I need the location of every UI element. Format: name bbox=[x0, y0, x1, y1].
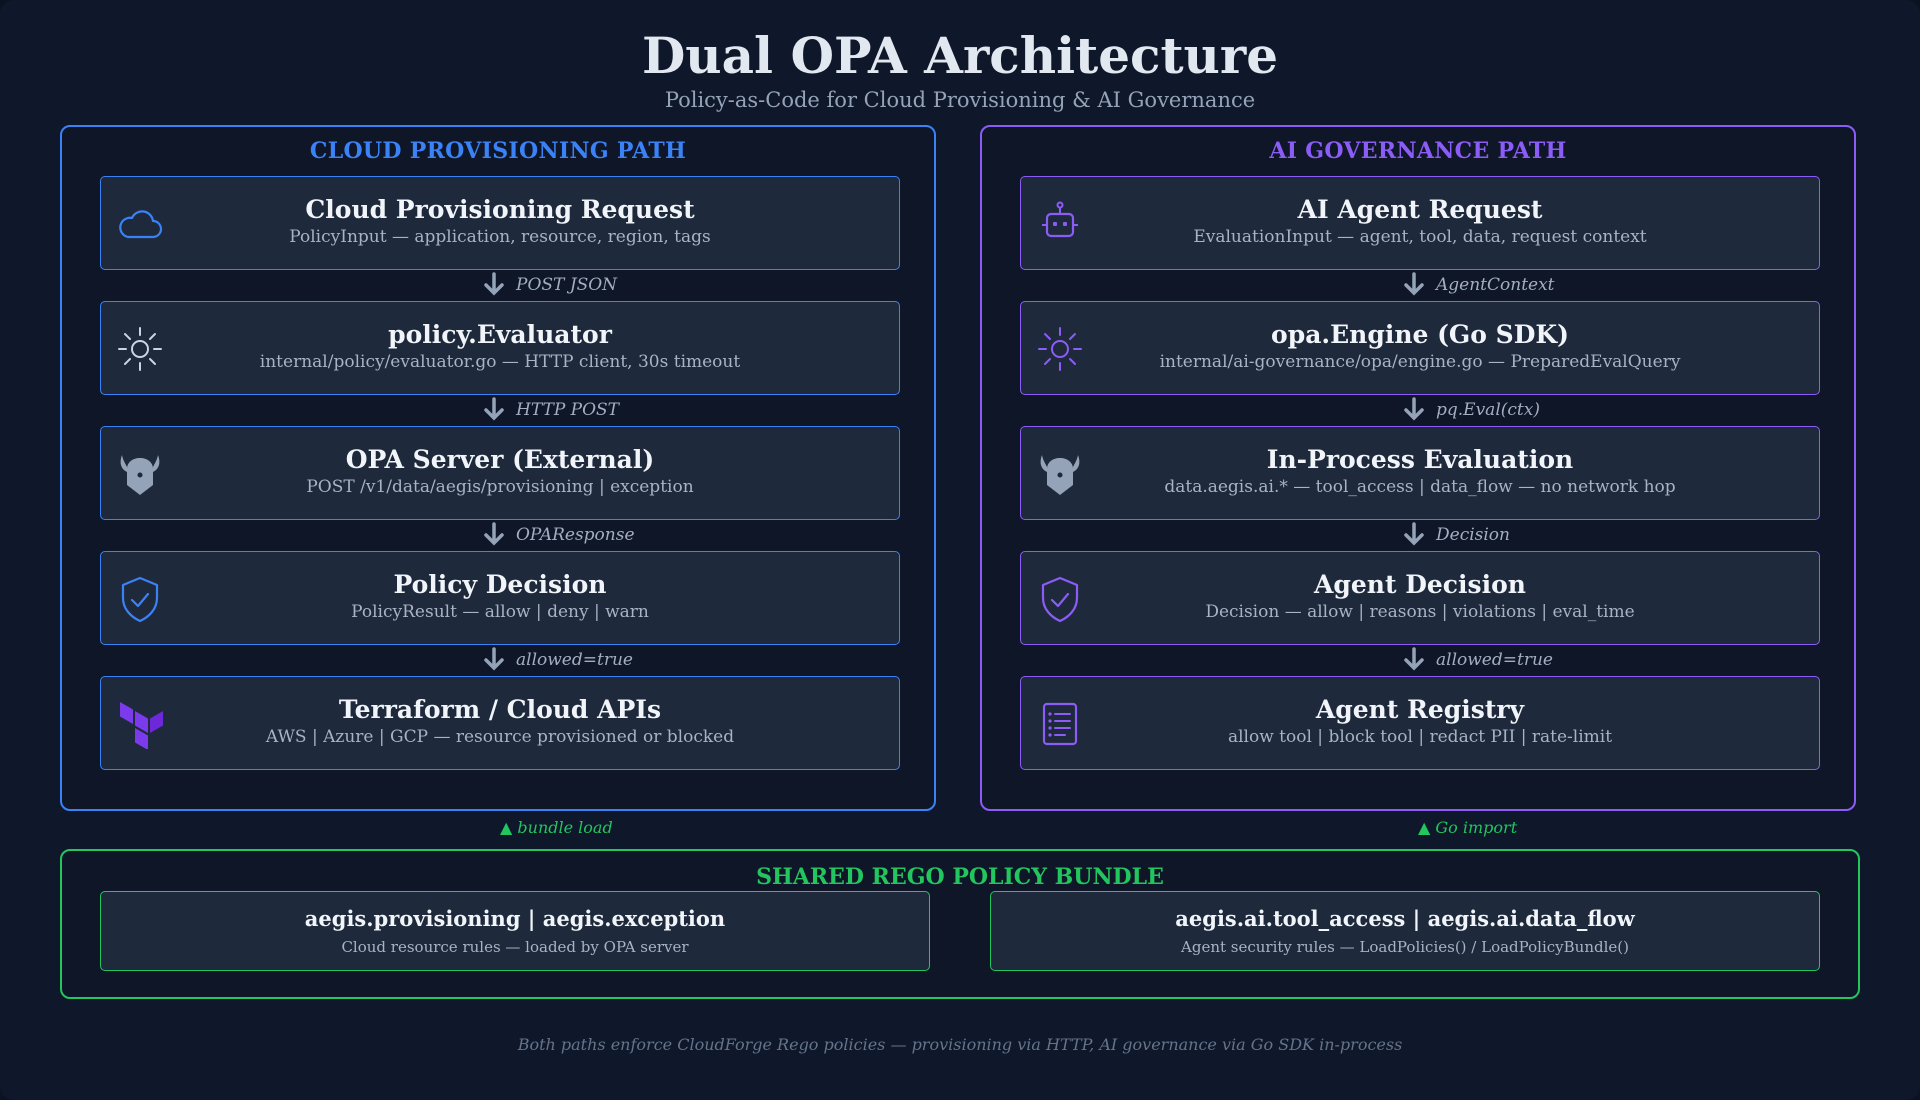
arrow-down-icon bbox=[484, 522, 504, 546]
cloud-panel-title: CLOUD PROVISIONING PATH bbox=[309, 138, 687, 164]
sun-gear-icon bbox=[115, 324, 165, 374]
ai-governance-panel: AI GOVERNANCE PATH AI Agent Request Eval… bbox=[980, 125, 1856, 811]
cloud-request-node: Cloud Provisioning Request PolicyInput —… bbox=[100, 176, 900, 270]
bundle-load-label: ▲ bundle load bbox=[500, 818, 613, 837]
opa-server-node: OPA Server (External) POST /v1/data/aegi… bbox=[100, 426, 900, 520]
shield-check-icon bbox=[115, 574, 165, 624]
list-icon bbox=[1035, 699, 1085, 749]
arrow-down-icon bbox=[1404, 522, 1424, 546]
go-import-label: ▲ Go import bbox=[1418, 818, 1518, 837]
ai-agent-request-node: AI Agent Request EvaluationInput — agent… bbox=[1020, 176, 1820, 270]
connector-label: allowed=true bbox=[516, 650, 633, 670]
node-title: Terraform / Cloud APIs bbox=[338, 695, 662, 724]
agent-registry-node: Agent Registry allow tool | block tool |… bbox=[1020, 676, 1820, 770]
cloud-connector-4: allowed=true bbox=[482, 645, 862, 675]
node-title: Cloud Provisioning Request bbox=[305, 195, 695, 224]
connector-label: allowed=true bbox=[1436, 650, 1553, 670]
sun-gear-icon bbox=[1035, 324, 1085, 374]
connector-label: POST JSON bbox=[516, 275, 618, 295]
ai-connector-2: pq.Eval(ctx) bbox=[1402, 395, 1782, 425]
node-description: POST /v1/data/aegis/provisioning | excep… bbox=[306, 477, 694, 497]
in-process-evaluation-node: In-Process Evaluation data.aegis.ai.* — … bbox=[1020, 426, 1820, 520]
agent-decision-node: Agent Decision Decision — allow | reason… bbox=[1020, 551, 1820, 645]
node-title: Agent Registry bbox=[1315, 695, 1525, 724]
connector-label: OPAResponse bbox=[516, 525, 635, 545]
cloud-icon bbox=[115, 199, 165, 249]
node-description: internal/policy/evaluator.go — HTTP clie… bbox=[259, 352, 741, 372]
connector-label: Decision bbox=[1436, 525, 1510, 545]
bundle-card-description: Agent security rules — LoadPolicies() / … bbox=[1181, 938, 1629, 956]
connector-label: pq.Eval(ctx) bbox=[1436, 400, 1540, 420]
node-description: EvaluationInput — agent, tool, data, req… bbox=[1193, 227, 1647, 247]
node-description: internal/ai-governance/opa/engine.go — P… bbox=[1159, 352, 1681, 372]
terraform-icon bbox=[115, 699, 165, 749]
node-title: opa.Engine (Go SDK) bbox=[1271, 320, 1569, 349]
node-description: AWS | Azure | GCP — resource provisioned… bbox=[265, 727, 735, 747]
cloud-provisioning-panel: CLOUD PROVISIONING PATH Cloud Provisioni… bbox=[60, 125, 936, 811]
bundle-card-title: aegis.ai.tool_access | aegis.ai.data_flo… bbox=[1175, 906, 1635, 931]
node-title: Agent Decision bbox=[1314, 570, 1526, 599]
ai-policy-card: aegis.ai.tool_access | aegis.ai.data_flo… bbox=[990, 891, 1820, 971]
footer-note: Both paths enforce CloudForge Rego polic… bbox=[517, 1035, 1403, 1054]
ai-connector-4: allowed=true bbox=[1402, 645, 1782, 675]
node-description: PolicyInput — application, resource, reg… bbox=[289, 227, 711, 247]
arrow-down-icon bbox=[1404, 397, 1424, 421]
arrow-down-icon bbox=[484, 647, 504, 671]
ai-connector-3: Decision bbox=[1402, 520, 1782, 550]
node-title: Policy Decision bbox=[393, 570, 607, 599]
opa-viking-icon bbox=[1035, 449, 1085, 499]
bundle-card-description: Cloud resource rules — loaded by OPA ser… bbox=[341, 938, 689, 956]
node-description: allow tool | block tool | redact PII | r… bbox=[1227, 727, 1613, 747]
opa-engine-node: opa.Engine (Go SDK) internal/ai-governan… bbox=[1020, 301, 1820, 395]
arrow-down-icon bbox=[484, 272, 504, 296]
ai-connector-1: AgentContext bbox=[1402, 270, 1782, 300]
cloud-connector-2: HTTP POST bbox=[482, 395, 862, 425]
provisioning-policy-card: aegis.provisioning | aegis.exception Clo… bbox=[100, 891, 930, 971]
robot-icon bbox=[1035, 199, 1085, 249]
bundle-title: SHARED REGO POLICY BUNDLE bbox=[756, 864, 1164, 890]
node-title: AI Agent Request bbox=[1297, 195, 1543, 224]
arrow-down-icon bbox=[1404, 647, 1424, 671]
node-description: PolicyResult — allow | deny | warn bbox=[351, 602, 649, 622]
node-description: data.aegis.ai.* — tool_access | data_flo… bbox=[1164, 477, 1676, 497]
connector-label: AgentContext bbox=[1436, 275, 1555, 295]
arrow-down-icon bbox=[1404, 272, 1424, 296]
policy-evaluator-node: policy.Evaluator internal/policy/evaluat… bbox=[100, 301, 900, 395]
node-title: OPA Server (External) bbox=[345, 445, 655, 474]
diagram-subtitle: Policy-as-Code for Cloud Provisioning & … bbox=[664, 88, 1256, 112]
diagram-title: Dual OPA Architecture bbox=[641, 26, 1279, 85]
shield-check-icon bbox=[1035, 574, 1085, 624]
ai-panel-title: AI GOVERNANCE PATH bbox=[1269, 138, 1567, 164]
shared-rego-bundle-panel: SHARED REGO POLICY BUNDLE aegis.provisio… bbox=[60, 849, 1860, 999]
node-title: policy.Evaluator bbox=[388, 320, 612, 349]
opa-viking-icon bbox=[115, 449, 165, 499]
connector-label: HTTP POST bbox=[516, 400, 620, 420]
cloud-connector-3: OPAResponse bbox=[482, 520, 862, 550]
node-title: In-Process Evaluation bbox=[1266, 445, 1574, 474]
terraform-node: Terraform / Cloud APIs AWS | Azure | GCP… bbox=[100, 676, 900, 770]
policy-decision-node: Policy Decision PolicyResult — allow | d… bbox=[100, 551, 900, 645]
arrow-down-icon bbox=[484, 397, 504, 421]
cloud-connector-1: POST JSON bbox=[482, 270, 862, 300]
node-description: Decision — allow | reasons | violations … bbox=[1205, 602, 1635, 622]
bundle-card-title: aegis.provisioning | aegis.exception bbox=[304, 906, 726, 931]
